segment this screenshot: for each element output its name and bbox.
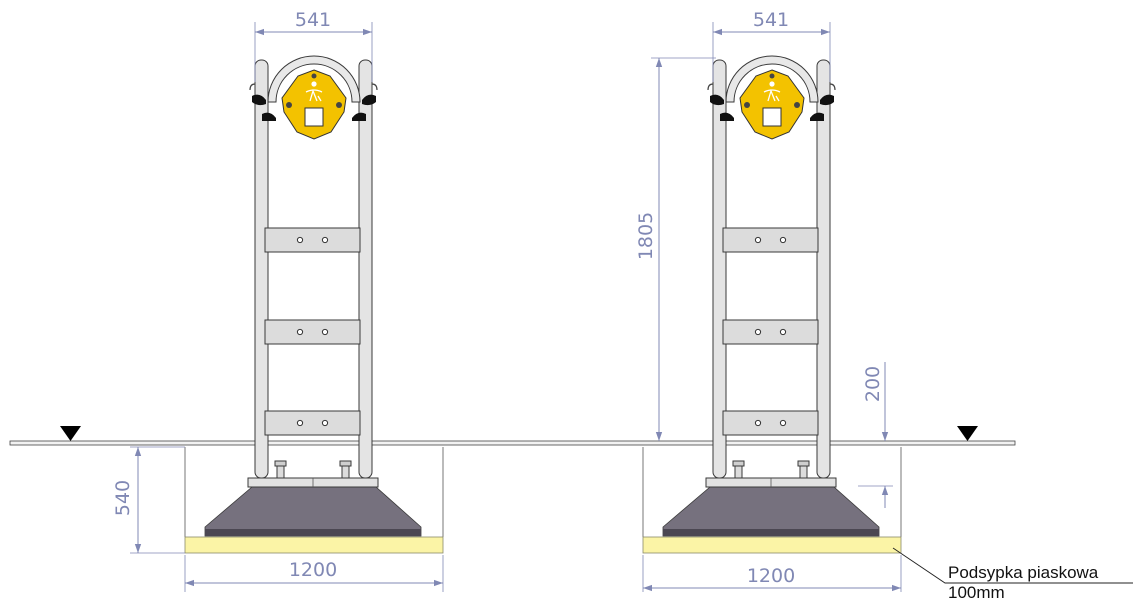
left-depth-label: 540 (112, 480, 134, 516)
right-panel-fixing-top (769, 73, 775, 79)
rung-top (264, 227, 361, 253)
foundation-base-strip (205, 529, 421, 536)
right-cap-left-lower (720, 112, 734, 121)
right-base-label: 1200 (747, 565, 795, 587)
right-logo-icon (763, 81, 781, 102)
cap-left-upper (252, 94, 266, 106)
cap-right-lower (352, 112, 366, 121)
right-rung-bottom (722, 410, 819, 436)
equipment-unit-left (184, 22, 444, 592)
concrete-foundation (204, 486, 422, 537)
right-sand-layer (642, 536, 902, 554)
left-base-label: 1200 (289, 559, 337, 581)
cap-left-lower (262, 112, 276, 121)
logo-icon (305, 81, 323, 102)
ground-line (9, 440, 1016, 446)
left-width-label: 541 (295, 9, 331, 31)
right-cap-right-upper (820, 94, 834, 106)
annotation-leader-line (892, 547, 1133, 584)
panel-window (304, 107, 324, 127)
panel-fixing-right (336, 102, 342, 108)
right-anchor-bolt-right (797, 460, 810, 479)
ground-level-marker-right (957, 426, 978, 441)
anchor-bolt-right (339, 460, 352, 479)
right-rung-top (722, 227, 819, 253)
panel-fixing-top (311, 73, 317, 79)
ground-level-marker-left (60, 426, 81, 441)
right-concrete-foundation (662, 486, 880, 537)
post-left (254, 59, 269, 479)
cap-right-upper (362, 94, 376, 106)
right-yellow-panel (739, 69, 805, 140)
right-anchor-bolt-left (732, 460, 745, 479)
right-width-label: 541 (753, 9, 789, 31)
right-clearance-label: 200 (862, 366, 884, 402)
yellow-panel (281, 69, 347, 140)
annotation-line2: 100mm (948, 583, 1005, 600)
rung-middle (264, 319, 361, 345)
post-right (358, 59, 373, 479)
right-panel-window (762, 107, 782, 127)
anchor-bolt-left (274, 460, 287, 479)
side-hook-right (371, 83, 378, 91)
rung-bottom (264, 410, 361, 436)
right-cap-right-lower (810, 112, 824, 121)
right-panel-fixing-right (794, 102, 800, 108)
annotation-line1: Podsypka piaskowa (948, 563, 1099, 582)
right-cap-left-upper (710, 94, 724, 106)
panel-fixing-left (286, 102, 292, 108)
right-post-left (712, 59, 727, 479)
right-foundation-base-strip (663, 529, 879, 536)
right-rung-middle (722, 319, 819, 345)
sand-layer (184, 536, 444, 554)
equipment-unit-right (642, 22, 902, 592)
right-side-hook-right (829, 83, 836, 91)
right-post-right (816, 59, 831, 479)
right-height-label: 1805 (635, 212, 657, 260)
top-arch (267, 55, 361, 103)
right-side-hook-left (707, 83, 714, 91)
side-hook-left (249, 83, 256, 91)
right-view-labels: 541 1200 1805 200 (635, 9, 893, 587)
right-panel-fixing-left (744, 102, 750, 108)
right-top-arch (725, 55, 819, 103)
